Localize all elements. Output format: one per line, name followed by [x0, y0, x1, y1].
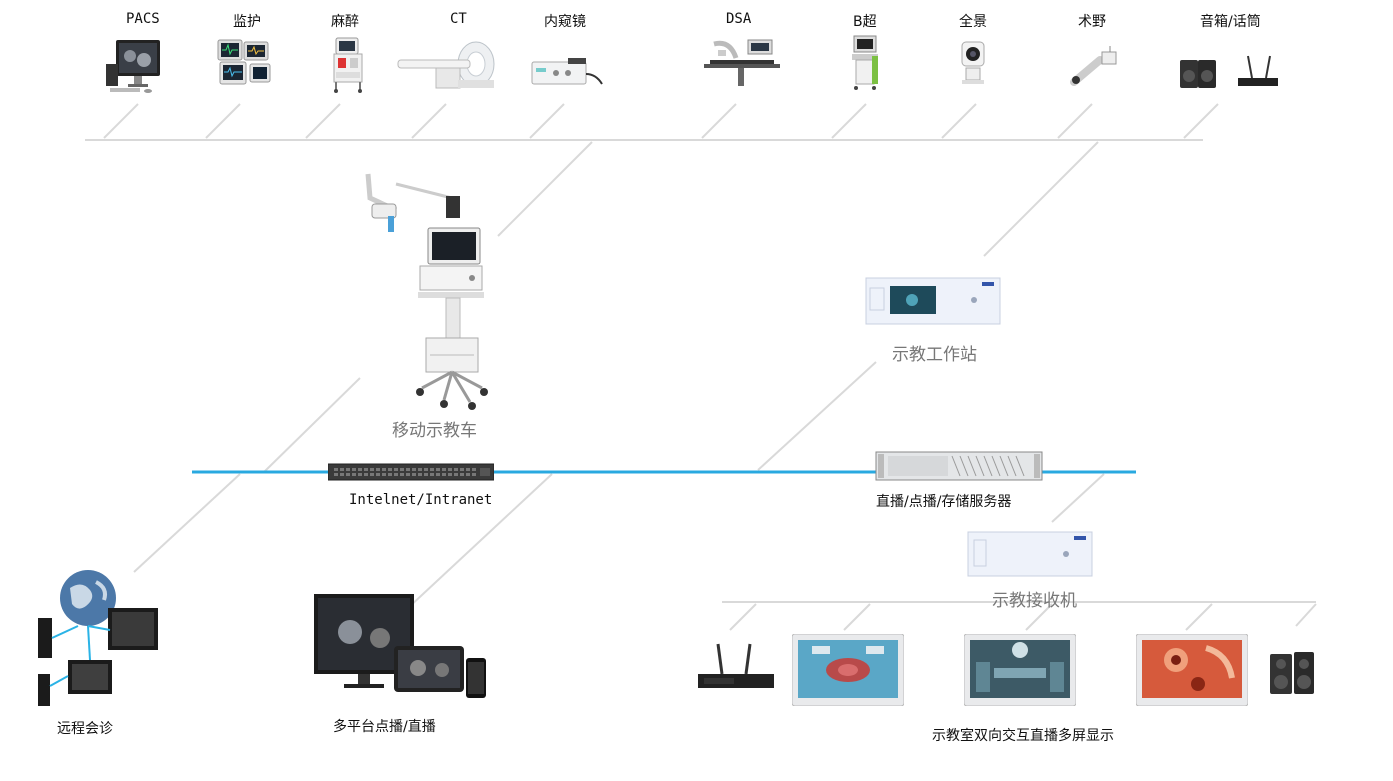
receiver-label: 示教接收机 — [992, 591, 1077, 611]
pacs-workstation-icon — [106, 40, 160, 93]
workstation-label: 示教工作站 — [892, 345, 977, 365]
endoscope-icon — [531, 58, 603, 85]
classroom-display-endoscopy-icon — [1136, 634, 1248, 706]
device-label-ultrasound: B超 — [853, 14, 877, 30]
dsa-machine-icon — [704, 39, 780, 86]
device-label-dsa: DSA — [726, 11, 752, 27]
device-label-speaker-mic: 音箱/话筒 — [1200, 14, 1261, 30]
surgical-field-camera-icon — [1070, 46, 1117, 86]
device-label-pacs: PACS — [126, 11, 160, 27]
device-label-anesthesia: 麻醉 — [331, 14, 359, 30]
mobile-cart-label: 移动示教车 — [392, 421, 477, 441]
multiplatform-label: 多平台点播/直播 — [333, 719, 436, 735]
speaker-microphone-icon — [1180, 55, 1278, 88]
classroom-microphone-icon — [698, 643, 774, 688]
classroom-display-surgery-icon — [792, 634, 904, 706]
network-label: Intelnet/Intranet — [349, 492, 493, 508]
bus-to-workstation-line — [983, 141, 1099, 257]
panorama-camera-icon — [961, 41, 985, 84]
device-label-panorama: 全景 — [959, 14, 987, 30]
device-label-ct: CT — [450, 11, 467, 27]
remote-consultation-icon — [38, 570, 158, 706]
device-label-endoscope: 内窥镜 — [544, 14, 586, 30]
anesthesia-machine-icon — [333, 37, 363, 93]
ultrasound-machine-icon — [852, 35, 878, 90]
teaching-receiver-icon — [967, 531, 1093, 577]
device-label-surgical-field: 术野 — [1078, 14, 1106, 30]
network-switch-icon — [328, 463, 494, 481]
streaming-server-icon — [875, 451, 1043, 481]
device-label-monitor: 监护 — [233, 14, 261, 30]
teaching-workstation-icon — [865, 277, 1001, 325]
classroom-label: 示教室双向交互直播多屏显示 — [932, 728, 1114, 744]
server-label: 直播/点播/存储服务器 — [876, 494, 1012, 510]
classroom-speaker-icon — [1270, 652, 1314, 694]
mobile-teaching-cart-icon — [365, 173, 488, 410]
classroom-display-or-icon — [964, 634, 1076, 706]
multiplatform-devices-icon — [314, 594, 486, 698]
patient-monitor-icon — [217, 39, 271, 85]
remote-consultation-label: 远程会诊 — [57, 721, 113, 737]
ct-scanner-icon — [397, 41, 495, 89]
bus-to-cart-line — [497, 141, 593, 237]
